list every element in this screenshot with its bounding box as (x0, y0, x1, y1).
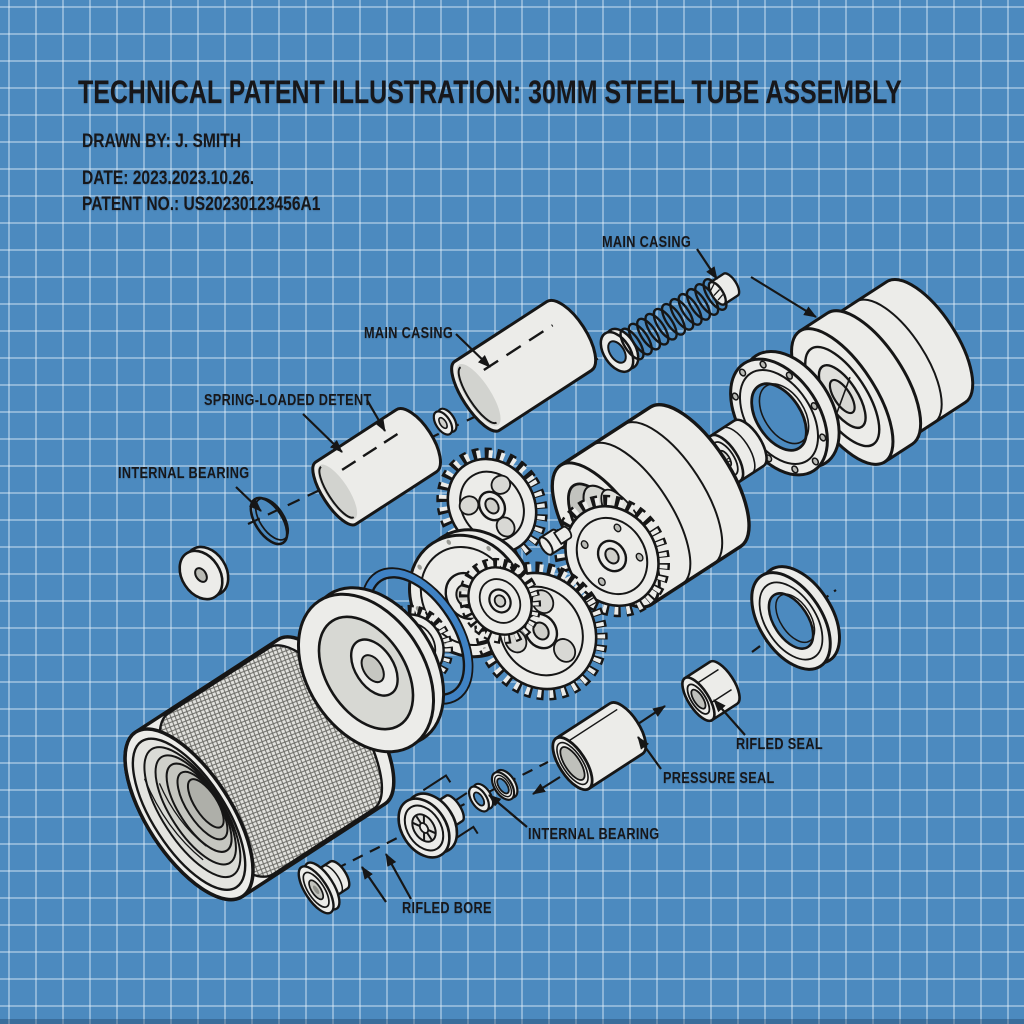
part-pulley-wheel (790, 278, 975, 466)
sheet-bottom-edge (0, 1019, 1024, 1024)
label-main-casing-mid: MAIN CASING (364, 325, 454, 342)
part-small-washer-a (468, 782, 495, 813)
part-spoked-hub (397, 774, 479, 859)
page-title: TECHNICAL PATENT ILLUSTRATION: 30MM STEE… (78, 74, 1024, 111)
part-spring-cap (707, 272, 741, 306)
part-flywheel-ring (296, 586, 446, 754)
label-rifled-bore: RIFLED BORE (402, 900, 492, 917)
label-leader-arrows (235, 248, 817, 903)
part-spring-washer (599, 327, 640, 374)
label-spring-loaded-detent: SPRING-LOADED DETENT (204, 392, 372, 409)
page-title-text: TECHNICAL PATENT ILLUSTRATION: 30MM STEE… (78, 74, 902, 110)
part-thin-bearing-ring (249, 496, 290, 546)
part-washer-ring (750, 565, 841, 671)
part-coil-spring (619, 278, 728, 361)
label-internal-bearing-left: INTERNAL BEARING (118, 465, 250, 482)
part-gear-right (553, 494, 671, 618)
label-main-casing-top: MAIN CASING (602, 234, 692, 251)
part-gear-middle (458, 557, 542, 645)
part-half-casing-lower (311, 407, 442, 527)
part-pressure-seal (551, 701, 648, 792)
drawn-by-line: DRAWN BY: J. SMITH (82, 131, 241, 152)
label-internal-bearing-bottom: INTERNAL BEARING (528, 826, 660, 843)
part-flanged-cap (297, 860, 351, 915)
date-line: DATE: 2023.2023.10.26. (82, 168, 255, 189)
label-rifled-seal: RIFLED SEAL (736, 736, 823, 753)
part-end-disc (178, 545, 230, 601)
part-rifled-seal (681, 659, 741, 723)
patent-number-line: PATENT NO.: US20230123456A1 (82, 194, 321, 215)
part-small-washer-b (490, 768, 519, 801)
part-half-casing-upper (450, 298, 598, 433)
axis-arrows (532, 705, 666, 795)
part-grooved-washer (432, 407, 458, 436)
label-pressure-seal: PRESSURE SEAL (663, 770, 775, 787)
part-center-shaft (538, 525, 573, 556)
